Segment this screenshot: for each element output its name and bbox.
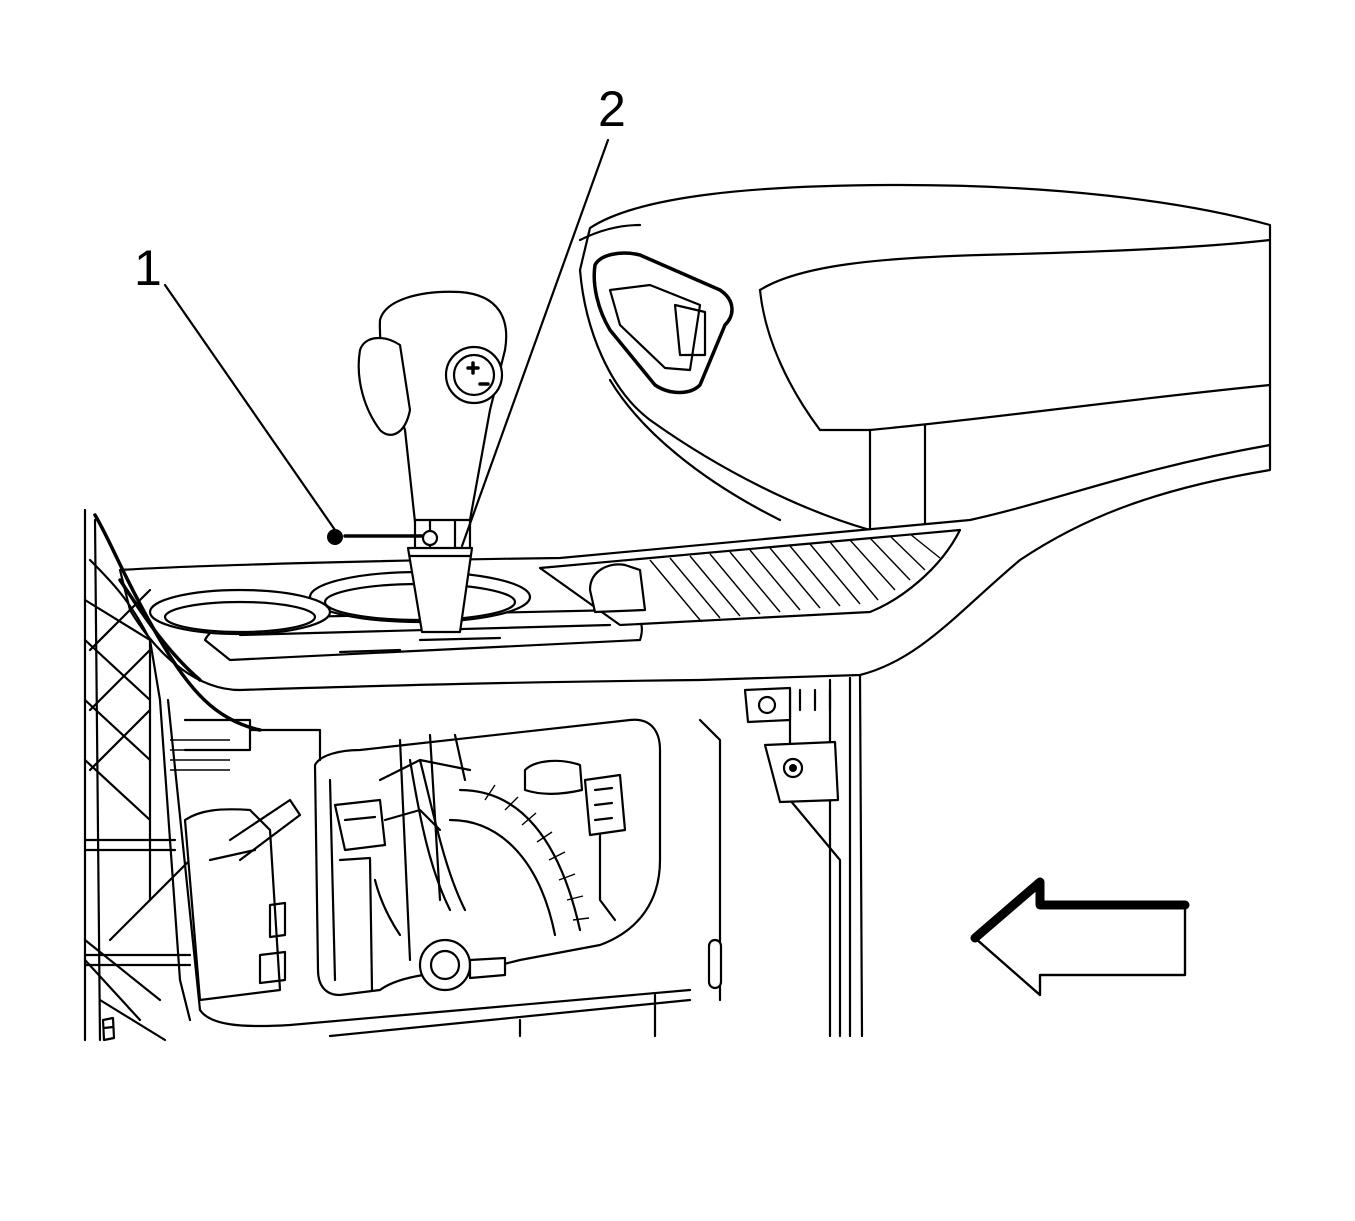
console-side-panel — [698, 674, 864, 1038]
left-arrow-icon — [970, 877, 1190, 997]
callout-1-label: 1 — [134, 240, 162, 296]
callout-2: 2 — [460, 81, 626, 548]
console-trim-bezel — [93, 443, 1272, 732]
shift-lever — [406, 546, 474, 634]
callout-1: 1 — [134, 240, 337, 532]
storage-bin-hatching — [649, 533, 941, 621]
shift-knob — [357, 290, 508, 552]
small-fastener — [101, 1016, 116, 1042]
lower-console-structure — [83, 508, 692, 1042]
callout-2-label: 2 — [598, 81, 626, 137]
retaining-clip — [327, 529, 439, 547]
